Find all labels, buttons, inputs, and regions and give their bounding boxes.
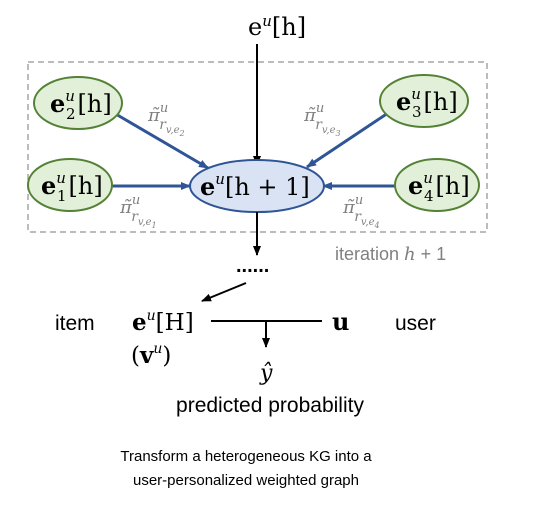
top-embedding-label: eu[h] [248,12,306,41]
svg-text:eu1[h]: eu1[h] [41,169,103,205]
caption-line-1: Transform a heterogeneous KG into a [120,448,372,465]
user-label: user [395,312,436,335]
center-node: eu[h + 1] [189,159,325,213]
ellipsis-to-item-arrow [201,282,247,302]
svg-text:eu2[h]: eu2[h] [50,87,112,123]
svg-text:eu3[h]: eu3[h] [396,85,458,121]
item-embedding: eu[H] [132,308,194,336]
iteration-label: iteration h + 1 [335,244,446,265]
edge-e3-to-center [306,111,389,169]
prediction-symbol: ŷ [259,361,273,386]
caption-line-2: user-personalized weighted graph [133,472,359,489]
iteration-box [27,61,488,233]
user-symbol: u [332,307,349,336]
item-label: item [55,312,95,335]
ellipsis: ...... [236,255,269,277]
edge-e2-to-center [113,111,209,170]
prediction-label: predicted probability [176,394,364,417]
svg-text:eu4[h]: eu4[h] [408,169,470,205]
item-alias: (vu) [131,341,171,369]
svg-text:eu[h + 1]: eu[h + 1] [200,170,310,201]
